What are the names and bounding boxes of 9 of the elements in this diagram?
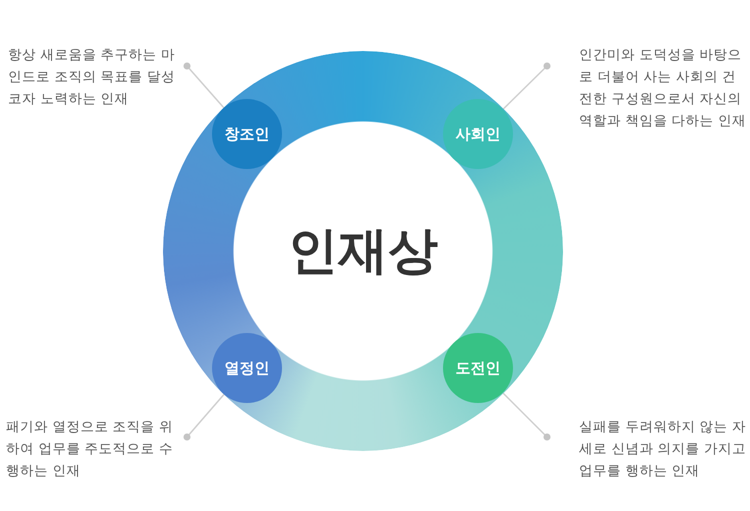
- leader-line: [184, 62, 224, 108]
- description-text: 실패를 두려워하지 않는 자세로 신념과 의지를 가지고 업무를 행하는 인재: [579, 416, 749, 482]
- description-text: 인간미와 도덕성을 바탕으로 더불어 사는 사회의 건전한 구성원으로서 자신의 역할과 책임을 다하는 인재: [579, 44, 749, 132]
- center-title: 인재상: [288, 220, 438, 282]
- leader-line: [184, 394, 225, 440]
- leader-line: [502, 392, 550, 440]
- leader-line: [502, 62, 550, 110]
- description-text: 항상 새로움을 추구하는 마인드로 조직의 목표를 달성코자 노력하는 인재: [8, 44, 178, 110]
- description-text: 패기와 열정으로 조직을 위하여 업무를 주도적으로 수행하는 인재: [6, 416, 176, 482]
